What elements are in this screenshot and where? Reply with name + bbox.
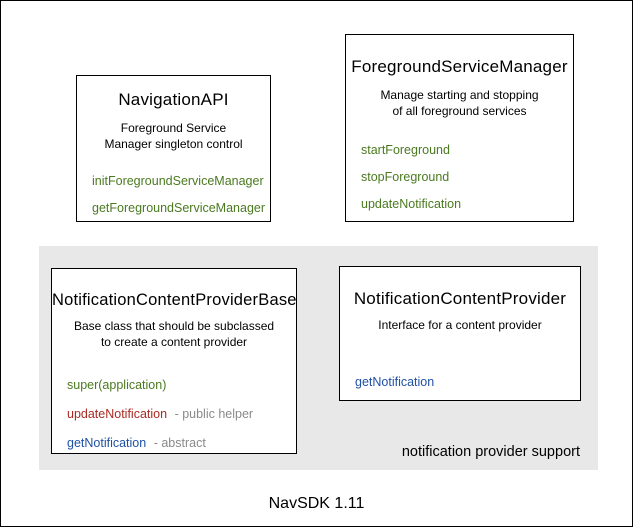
class-description: Foreground Service Manager singleton con…: [77, 120, 270, 152]
method-getForegroundServiceManager: getForegroundServiceManager: [92, 201, 270, 215]
method-name: updateNotification: [361, 197, 462, 212]
method-annotation: - abstract: [153, 436, 206, 451]
method-name: startForeground: [361, 143, 450, 158]
class-description: Manage starting and stopping of all fore…: [346, 87, 573, 119]
method-name: getNotification: [355, 375, 435, 390]
class-box-foreground-service-manager: ForegroundServiceManager Manage starting…: [345, 34, 574, 222]
description-line: Interface for a content provider: [378, 318, 542, 332]
class-description: Interface for a content provider: [340, 317, 580, 333]
class-title: NavigationAPI: [118, 90, 229, 109]
method-initForegroundServiceManager: initForegroundServiceManager: [92, 174, 270, 188]
method-name: super(application): [67, 378, 167, 393]
description-line: Manager singleton control: [104, 137, 243, 152]
method-stopForeground: stopForeground: [361, 170, 573, 184]
method-list: startForeground stopForeground updateNot…: [346, 143, 573, 211]
class-box-navigation-api: NavigationAPI Foreground Service Manager…: [76, 75, 271, 222]
method-list: initForegroundServiceManager getForegrou…: [77, 174, 270, 215]
method-name: stopForeground: [361, 170, 450, 185]
method-name: getNotification: [67, 436, 147, 451]
class-description: Base class that should be subclassed to …: [52, 318, 296, 350]
method-getNotification: getNotification - abstract: [67, 436, 296, 450]
method-name: getForegroundServiceManager: [92, 201, 266, 216]
method-startForeground: startForeground: [361, 143, 573, 157]
method-updateNotification: updateNotification - public helper: [67, 407, 296, 421]
panel-label: notification provider support: [401, 444, 580, 460]
method-getNotification: getNotification: [355, 375, 580, 389]
method-super-application: super(application): [67, 378, 296, 392]
method-updateNotification: updateNotification: [361, 197, 573, 211]
method-name: initForegroundServiceManager: [92, 174, 264, 189]
class-box-notification-content-provider-base: NotificationContentProviderBase Base cla…: [51, 268, 297, 454]
class-title: NotificationContentProvider: [353, 289, 567, 308]
class-title: ForegroundServiceManager: [351, 57, 568, 76]
description-line: Base class that should be subclassed: [73, 319, 275, 333]
description-line: of all foreground services: [392, 104, 527, 119]
description-line: to create a content provider: [100, 335, 248, 350]
description-line: Manage starting and stopping: [380, 88, 539, 102]
method-annotation: - public helper: [174, 407, 254, 422]
notification-provider-support-panel: NotificationContentProviderBase Base cla…: [39, 246, 598, 470]
description-line: Foreground Service: [120, 121, 227, 135]
method-list: super(application) updateNotification - …: [52, 378, 296, 450]
method-list: getNotification: [340, 375, 580, 389]
class-box-notification-content-provider: NotificationContentProvider Interface fo…: [339, 266, 581, 401]
diagram-caption: NavSDK 1.11: [268, 495, 365, 512]
method-name: updateNotification: [67, 407, 168, 422]
class-title: NotificationContentProviderBase: [52, 291, 297, 309]
